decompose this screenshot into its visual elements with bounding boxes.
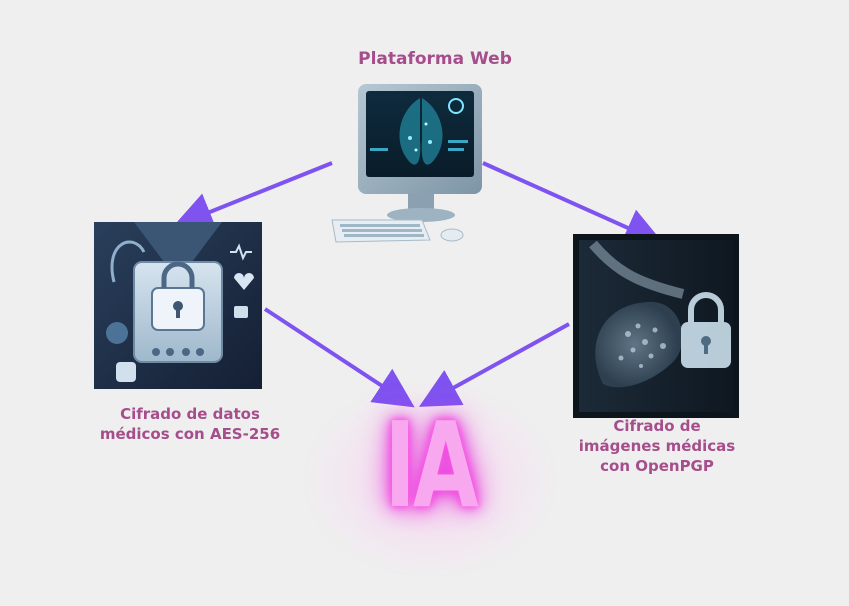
computer-monitor-icon: [331, 84, 482, 243]
pgp-label-line-3: con OpenPGP: [600, 457, 714, 475]
arrow-pgp-to-ia: [418, 322, 570, 407]
mammogram-lock-icon: [573, 234, 739, 418]
ia-neon-text: IA: [384, 396, 478, 534]
medical-data-lock-icon: [94, 222, 262, 389]
pgp-label-line-2: imágenes médicas: [578, 437, 736, 455]
aes-encryption-label: Cifrado de datos médicos con AES-256: [95, 404, 285, 444]
openpgp-encryption-label: Cifrado de imágenes médicas con OpenPGP: [572, 416, 742, 476]
web-platform-title: Plataforma Web: [358, 49, 512, 69]
arrow-web-to-pgp: [482, 161, 665, 247]
arrow-aes-to-ia: [263, 307, 415, 408]
aes-label-line-2: médicos con AES-256: [99, 425, 281, 443]
aes-label-line-1: Cifrado de datos: [120, 405, 260, 423]
ia-glow: [300, 380, 560, 580]
pgp-label-line-1: Cifrado de: [613, 417, 701, 435]
arrow-web-to-aes: [172, 161, 333, 231]
